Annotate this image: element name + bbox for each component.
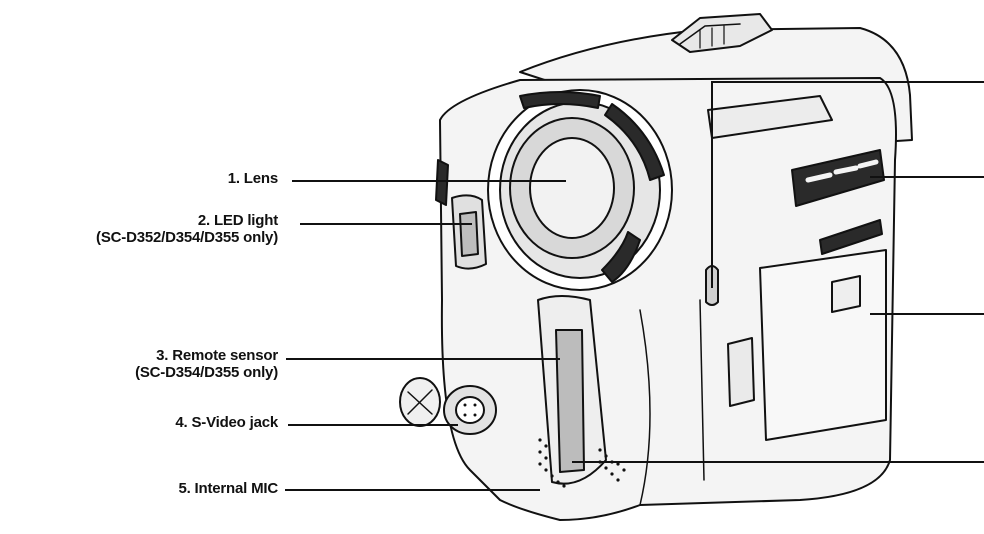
callout-remote-sensor-note: (SC-D354/D355 only) [135,364,278,381]
callout-lens: 1. Lens [228,170,278,187]
callout-s-video-jack-label: 4. S-Video jack [175,414,278,431]
brand-badge [819,219,883,255]
side-small-panel [727,337,755,407]
callout-remote-sensor: 3. Remote sensor (SC-D354/D355 only) [135,347,278,381]
lcd-panel [759,249,887,441]
top-handle [707,95,833,139]
leader-line-right-1 [711,81,984,288]
callout-s-video-jack: 4. S-Video jack [175,414,278,431]
remote-sensor-window [555,329,585,473]
callout-led-light-note: (SC-D352/D354/D355 only) [96,229,278,246]
top-control-dial [671,13,773,53]
right-leader-lines [572,81,984,463]
callout-led-light: 2. LED light (SC-D352/D354/D355 only) [96,212,278,246]
callout-lens-label: 1. Lens [227,170,278,187]
callout-internal-mic: 5. Internal MIC [178,480,278,497]
callout-led-light-label: 2. LED light [197,212,278,229]
callout-internal-mic-label: 5. Internal MIC [178,480,278,497]
callout-remote-sensor-label: 3. Remote sensor [156,347,278,364]
camcorder-side-grip [435,159,449,206]
left-leader-lines [285,180,566,491]
